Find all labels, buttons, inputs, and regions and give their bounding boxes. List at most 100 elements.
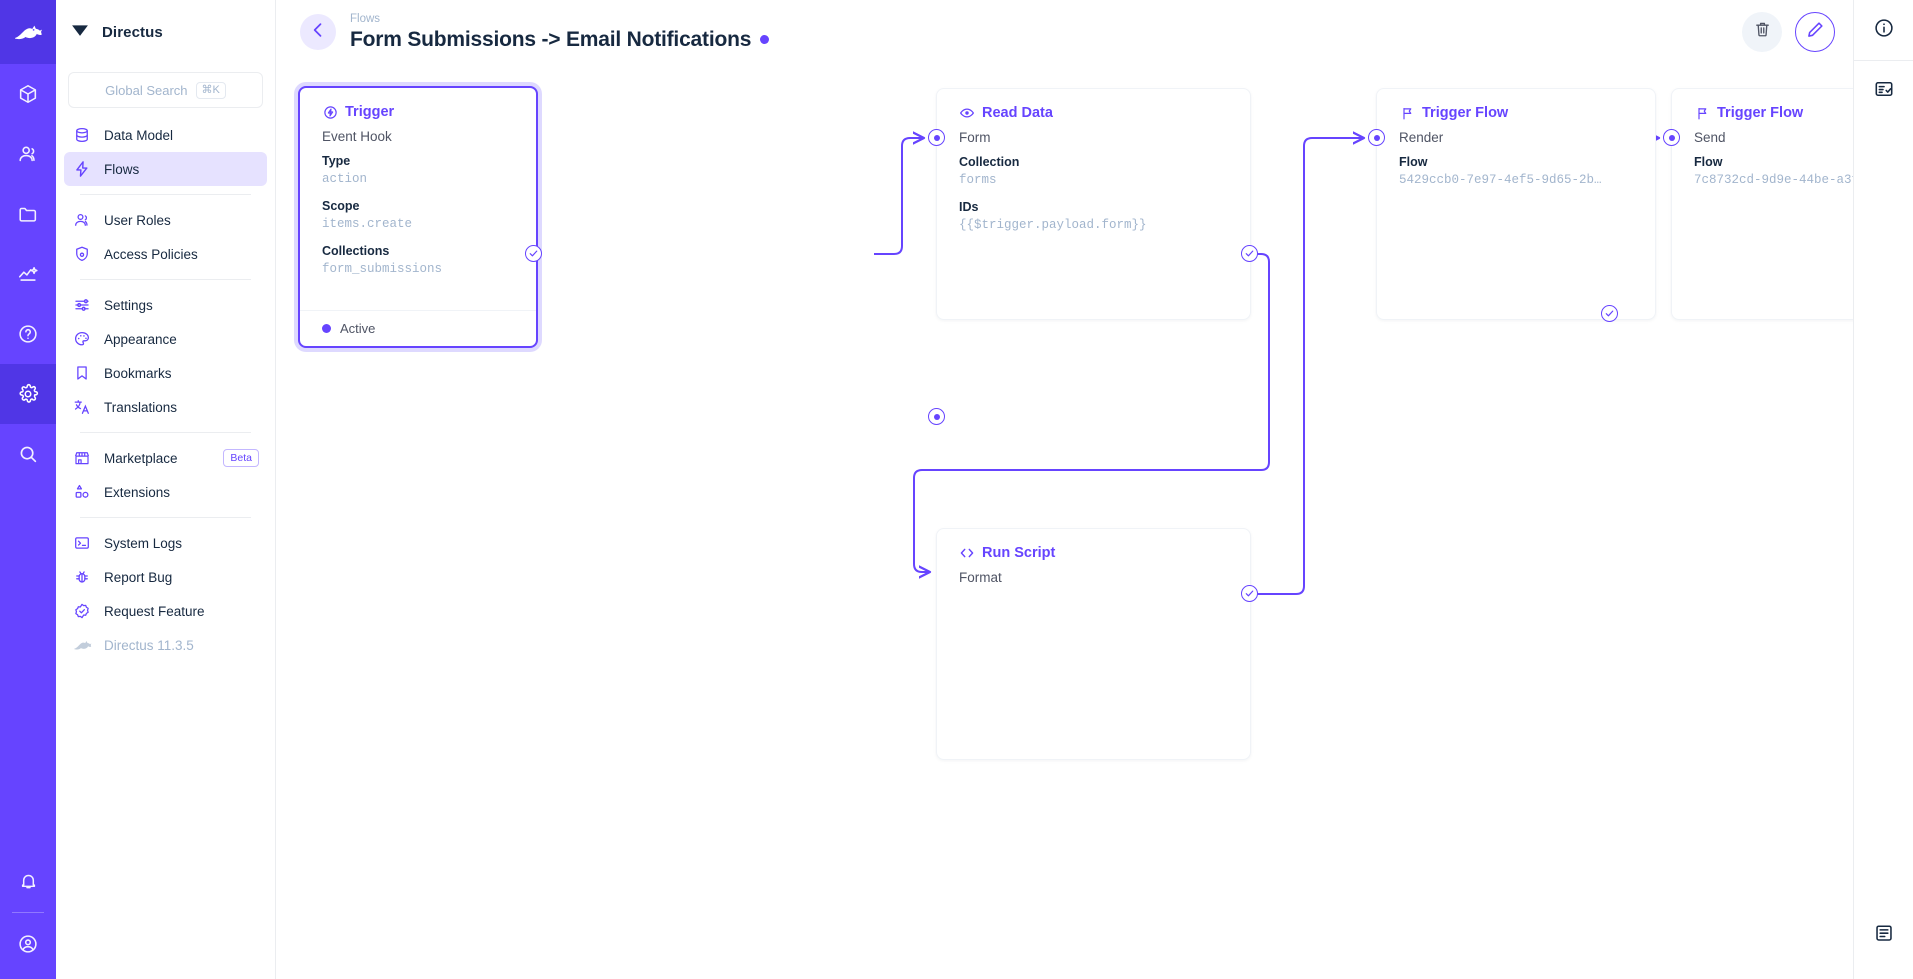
module-search[interactable] [0,424,56,484]
flow-status-dot [760,35,770,44]
module-content[interactable] [0,64,56,124]
module-file-library[interactable] [0,184,56,244]
sidebar-item-label: Extensions [104,484,171,500]
field-label: Scope [322,199,360,213]
page-title: Form Submissions -> Email Notifications [350,27,752,51]
directus-rabbit-logo [72,635,92,655]
node-field: Flow 5429ccb0-7e97-4ef5-9d65-2b… [1377,145,1655,190]
run-script-resolve-port[interactable] [1241,585,1258,602]
delete-flow-button[interactable] [1742,12,1782,52]
search-placeholder: Global Search [105,82,188,98]
logs-checklist-icon [1873,78,1895,105]
flow-node-read-data[interactable]: Read Data Form Collection forms IDs {{$t… [936,88,1251,320]
module-bar-divider [12,912,44,913]
flow-info-panel-button[interactable] [1854,0,1913,60]
sidebar-item-request-feature[interactable]: Request Feature [64,594,267,628]
port-dot [933,134,940,141]
node-field: Type action [300,144,536,189]
sidebar-item-system-logs[interactable]: System Logs [64,526,267,560]
module-insights[interactable] [0,244,56,304]
module-settings[interactable] [0,364,56,424]
field-label: Collections [322,244,390,258]
node-kind-label: Run Script [982,545,1056,561]
database-icon [72,125,92,145]
sidebar-brand: Directus [56,0,275,64]
trigger-flow-send-input-port[interactable] [1663,129,1680,146]
global-search-input[interactable]: Global Search ⌘K [68,72,263,108]
sidebar-item-label: Settings [104,297,153,313]
sidebar-item-access-policies[interactable]: Access Policies [64,237,267,271]
read-data-resolve-port[interactable] [1241,245,1258,262]
status-dot [322,324,331,333]
breadcrumb[interactable]: Flows [350,12,381,25]
flow-canvas[interactable]: Trigger Event Hook Type action Scope ite… [276,64,1853,979]
node-header: Read Data [937,89,1250,121]
read-data-input-port[interactable] [928,129,945,146]
node-header: Trigger [300,88,536,120]
sidebar-item-bookmarks[interactable]: Bookmarks [64,356,267,390]
sidebar-item-data-model[interactable]: Data Model [64,118,267,152]
bookmark-icon [72,363,92,383]
sidebar-item-user-roles[interactable]: User Roles [64,203,267,237]
sidebar-item-label: Appearance [104,331,177,347]
run-script-input-port[interactable] [928,408,945,425]
edit-flow-button[interactable] [1795,12,1835,52]
sidebar-item-appearance[interactable]: Appearance [64,322,267,356]
sidebar-item-translations[interactable]: Translations [64,390,267,424]
flow-node-trigger-flow-send[interactable]: Trigger Flow Send Flow 7c8732cd-9d9e-44b… [1671,88,1853,320]
flow-logs-panel-button[interactable] [1854,61,1913,121]
sidebar-item-flows[interactable]: Flows [64,152,267,186]
sidebar-item-label: Translations [104,399,178,415]
sliders-icon [72,295,92,315]
trigger-icon [322,104,338,120]
node-kind-label: Trigger Flow [1422,105,1509,121]
sidebar-item-marketplace[interactable]: Marketplace Beta [64,441,267,475]
trigger-flow-render-resolve-port[interactable] [1601,305,1618,322]
header-actions [1742,12,1835,52]
sidebar-item-label: Report Bug [104,569,173,585]
navigation-sidebar: Directus Global Search ⌘K Data Model [56,0,276,979]
field-value: forms [959,173,997,187]
flow-node-trigger-flow-render[interactable]: Trigger Flow Render Flow 5429ccb0-7e97-4… [1376,88,1656,320]
field-label: Flow [1694,155,1723,169]
extensions-icon [72,482,92,502]
node-field: Collection forms [937,145,1250,190]
activity-panel-button[interactable] [1854,905,1913,965]
flow-node-run-script[interactable]: Run Script Format [936,528,1251,760]
sidebar-item-report-bug[interactable]: Report Bug [64,560,267,594]
node-field: Flow 7c8732cd-9d9e-44be-a3f6-89… [1672,145,1853,190]
sidebar-item-settings[interactable]: Settings [64,288,267,322]
node-subtitle: Format [959,570,1002,585]
sidebar-item-label: User Roles [104,212,171,228]
flow-node-trigger[interactable]: Trigger Event Hook Type action Scope ite… [298,86,538,348]
node-field: IDs {{$trigger.payload.form}} [937,190,1250,235]
field-value: 7c8732cd-9d9e-44be-a3f6-89… [1694,173,1853,187]
sidebar-item-label: Marketplace [104,450,178,466]
trigger-resolve-port[interactable] [525,245,542,262]
back-button[interactable] [300,14,336,50]
trigger-flow-render-input-port[interactable] [1368,129,1385,146]
status-badge: Active [340,321,376,336]
node-header: Run Script [937,529,1250,561]
account-circle-icon[interactable] [0,919,56,969]
field-label: Collection [959,155,1020,169]
sidebar-item-label: System Logs [104,535,183,551]
trash-icon [1753,20,1772,44]
node-subtitle: Send [1694,130,1726,145]
flag-icon [1399,105,1415,121]
search-shortcut-kbd: ⌘K [195,81,226,99]
node-field: Scope items.create [300,189,536,234]
sidebar-item-label: Data Model [104,127,174,143]
directus-rabbit-logo[interactable] [0,0,56,64]
sidebar-item-label: Access Policies [104,246,198,262]
sidebar-divider [80,194,251,195]
field-value: form_submissions [322,262,443,276]
module-user-directory[interactable] [0,124,56,184]
notifications-icon[interactable] [0,856,56,906]
module-help[interactable] [0,304,56,364]
port-dot [1668,134,1675,141]
sidebar-item-extensions[interactable]: Extensions [64,475,267,509]
shield-lock-icon [72,244,92,264]
directus-mark-icon [70,20,90,45]
